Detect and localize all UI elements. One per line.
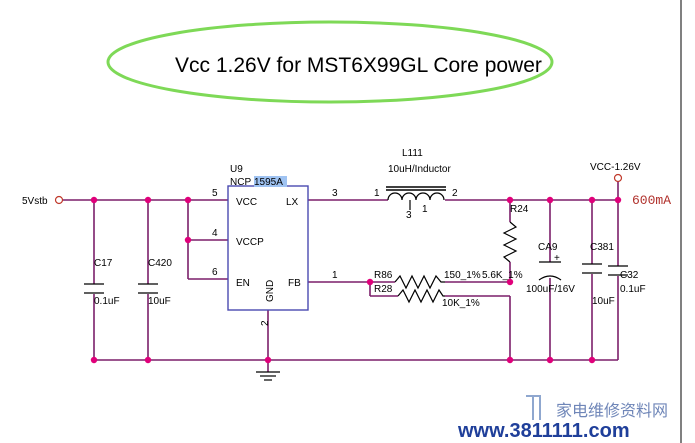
- r24-ref: R24: [510, 204, 529, 215]
- ic-part-highlight: 1595A: [254, 177, 283, 188]
- capacitor-c381: C381 10uF: [582, 242, 615, 307]
- ic-body: [227, 185, 309, 311]
- pin-vccp: VCCP: [236, 237, 264, 248]
- c32-ref: C32: [620, 270, 639, 281]
- r86-ref: R86: [374, 270, 393, 281]
- c381-ref: C381: [590, 242, 614, 253]
- watermark-url: www.3811111.com: [457, 420, 630, 442]
- r24-value: 5.6K_1%: [482, 270, 523, 281]
- pin-num-2: 2: [260, 320, 271, 326]
- c17-ref: C17: [94, 258, 113, 269]
- resistor-r24: R24 5.6K_1%: [482, 204, 529, 281]
- pin-vcc: VCC: [236, 197, 257, 208]
- output-terminal: [613, 173, 623, 183]
- ca9-value: 100uF/16V: [526, 284, 575, 295]
- resistor-r86: R86 150_1%: [374, 270, 481, 290]
- watermark-cn: 家电维修资料网: [556, 401, 668, 420]
- pin-fb: FB: [288, 278, 301, 289]
- inductor-pin1: 1: [374, 188, 380, 199]
- ic-u9: U9 NCP 1595A VCC VCCP EN LX FB GND 5 4 6…: [212, 164, 338, 326]
- input-label: 5Vstb: [22, 196, 48, 207]
- watermark: 家电维修资料网 www.3811111.com: [457, 395, 668, 442]
- part-highlight: [254, 176, 287, 187]
- inductor-value: 10uH/Inductor: [388, 164, 451, 175]
- current-label: 600mA: [632, 193, 671, 208]
- r28-ref: R28: [374, 284, 393, 295]
- resistor-r28: R28 10K_1%: [374, 284, 480, 309]
- c420-value: 10uF: [148, 296, 171, 307]
- pin-num-3: 3: [332, 188, 338, 199]
- ic-ref: U9: [230, 164, 243, 175]
- inductor-pin3: 3: [406, 210, 412, 221]
- inductor-ref: L111: [402, 148, 423, 159]
- pin-en: EN: [236, 278, 250, 289]
- pin-num-4: 4: [212, 228, 218, 239]
- r28-value: 10K_1%: [442, 298, 480, 309]
- pin-num-5: 5: [212, 188, 218, 199]
- c17-value: 0.1uF: [94, 296, 120, 307]
- diagram-title: Vcc 1.26V for MST6X99GL Core power: [175, 54, 542, 77]
- capacitor-c17: C17 0.1uF: [84, 258, 120, 307]
- inductor-pin1b: 1: [422, 204, 428, 215]
- capacitor-ca9: CA9 + 100uF/16V: [526, 242, 575, 295]
- pin-lx: LX: [286, 197, 299, 208]
- pin-gnd: GND: [265, 280, 276, 302]
- capacitor-c420: C420 10uF: [138, 258, 172, 307]
- c32-value: 0.1uF: [620, 284, 646, 295]
- title-ellipse: [106, 20, 554, 104]
- inductor-pin2: 2: [452, 188, 458, 199]
- junction-dots: [90, 196, 622, 364]
- ic-part-prefix: NCP: [230, 177, 251, 188]
- watermark-logo-icon: [526, 395, 541, 420]
- capacitor-c32: C32 0.1uF: [608, 265, 646, 295]
- output-label: VCC-1.26V: [590, 162, 641, 173]
- pin-num-6: 6: [212, 267, 218, 278]
- inductor-l111: L111 10uH/Inductor 1 2 3 1: [374, 148, 458, 221]
- ca9-ref: CA9: [538, 242, 558, 253]
- ca9-polarity: +: [554, 253, 560, 264]
- input-terminal: [54, 195, 64, 205]
- r86-value: 150_1%: [444, 270, 481, 281]
- ground-symbol: [256, 371, 280, 381]
- c420-ref: C420: [148, 258, 172, 269]
- pin-num-1: 1: [332, 270, 338, 281]
- wires: [62, 178, 619, 372]
- c381-value: 10uF: [592, 296, 615, 307]
